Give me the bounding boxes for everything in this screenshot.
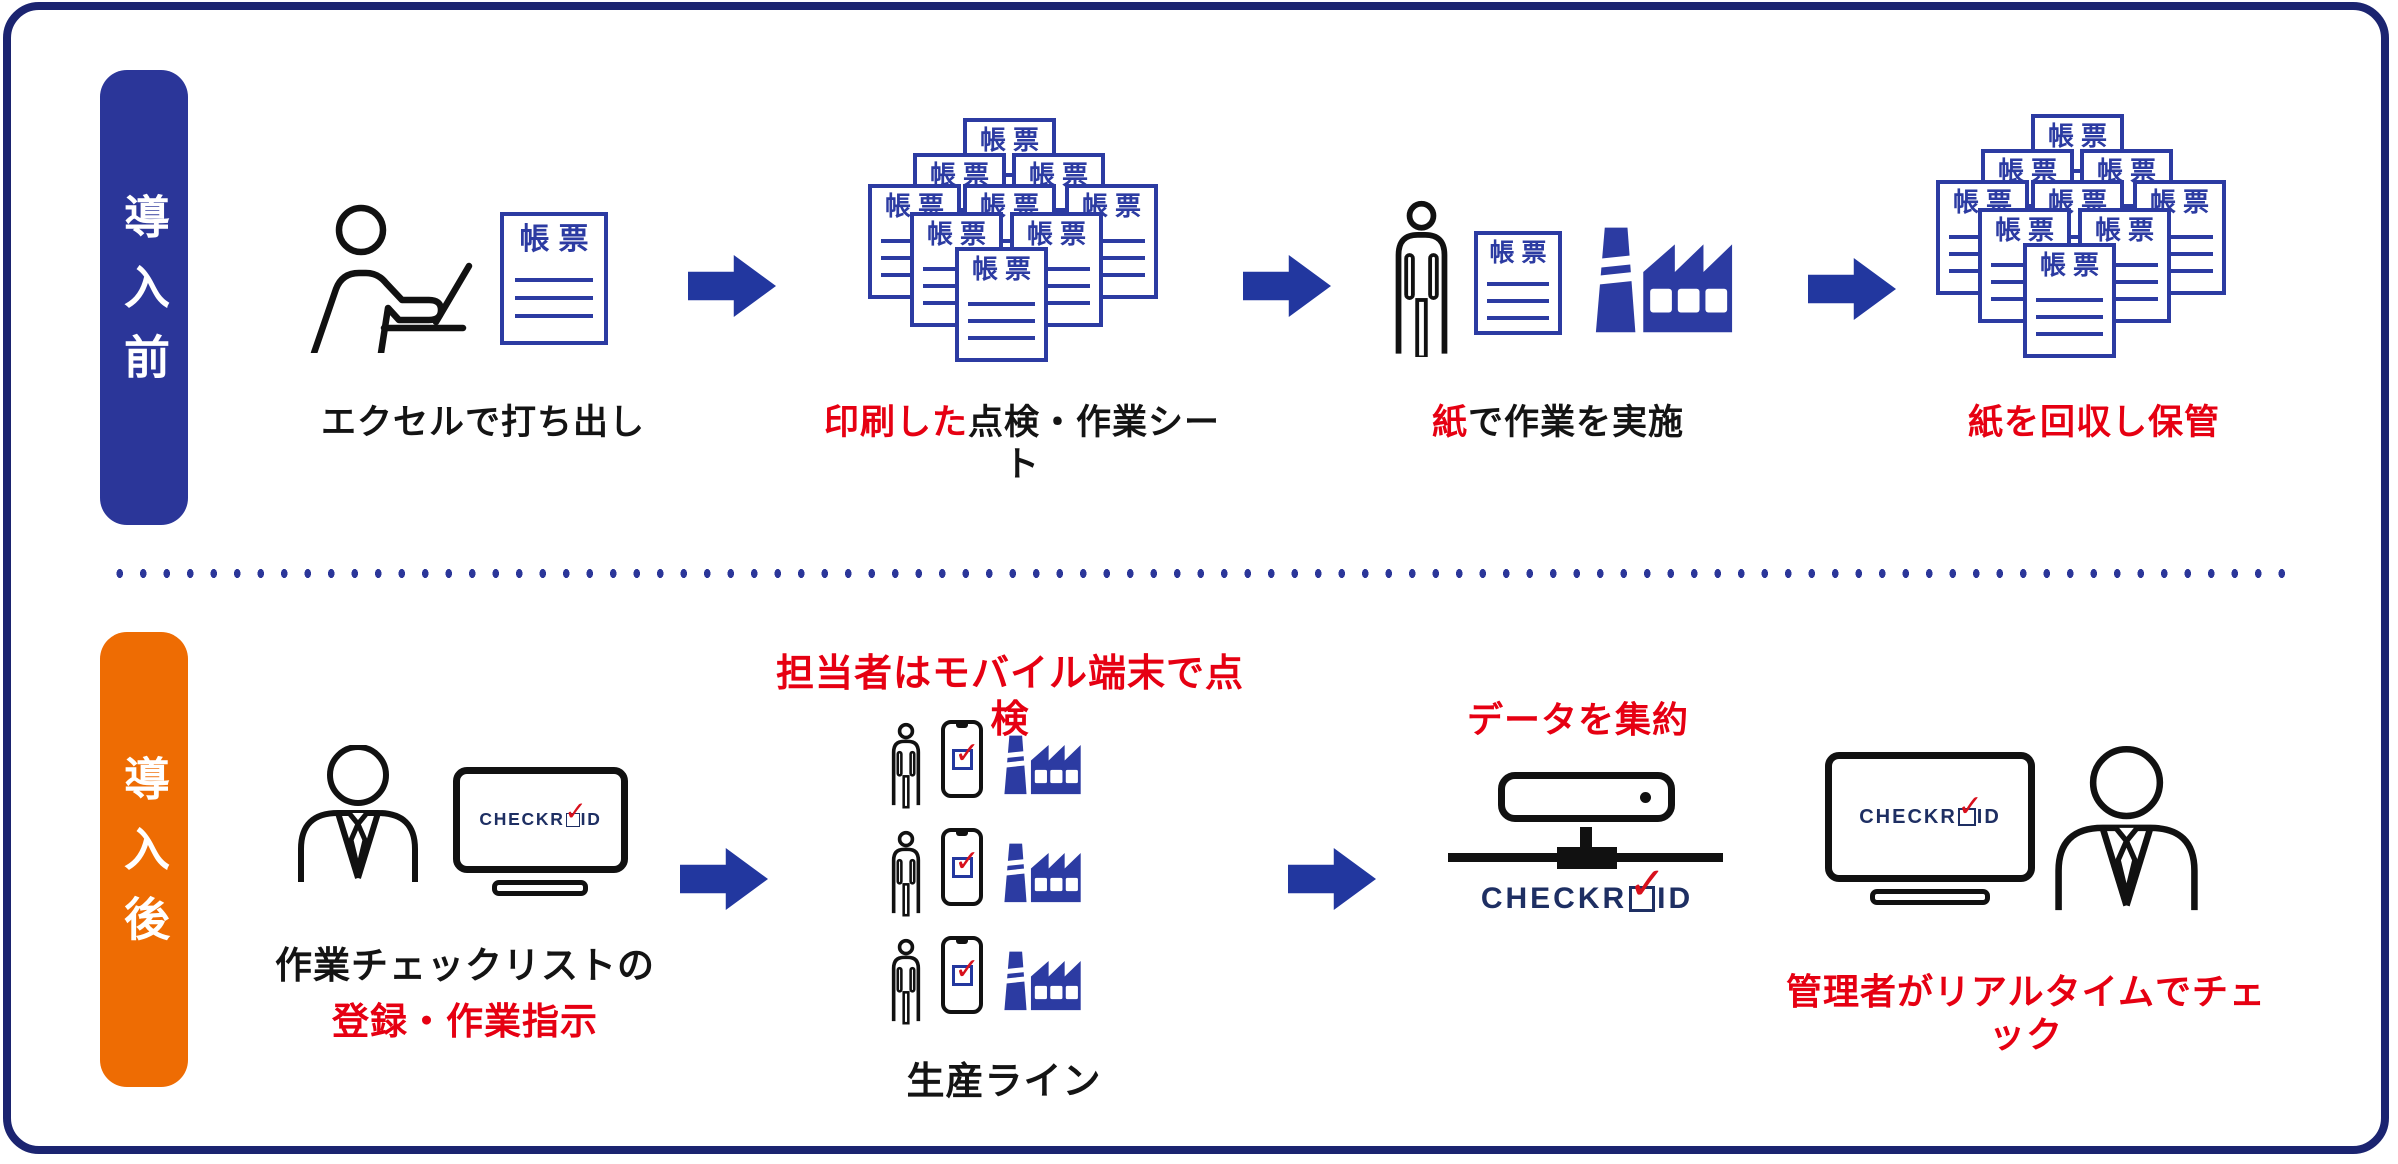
logo-checkbox-icon: ✓ [1628, 861, 1666, 913]
suit-person-icon [298, 745, 418, 882]
standing-person-icon [891, 722, 921, 809]
checkroid-logo: CHECKR✓ID [1859, 791, 2001, 828]
smartphone-checklist-icon: ✓ [941, 828, 983, 906]
logo-text-prefix: CHECKR [1859, 806, 1957, 828]
after-label-pill: 導入後 [100, 632, 188, 1087]
before-label-pill: 導入前 [100, 70, 188, 525]
logo-text-prefix: CHECKR [1480, 882, 1628, 915]
check-icon: ✓ [954, 952, 980, 986]
checkroid-logo: CHECKR✓ID [479, 798, 602, 830]
logo-text-suffix: ID [580, 809, 602, 830]
after-label: 導入後 [118, 754, 170, 965]
logo-check-icon: ✓ [564, 795, 589, 826]
person-at-laptop-icon [310, 204, 473, 353]
printed-sheets-stack: 帳票 帳票 帳票 帳票 帳票 帳票 帳票 帳票 帳票 [868, 116, 1160, 366]
logo-check-icon: ✓ [1628, 857, 1670, 909]
checkroid-monitor-icon: CHECKR✓ID [453, 767, 628, 873]
dotted-divider [108, 568, 2292, 579]
factory-icon [1000, 735, 1081, 795]
caption-paper-storage: 紙を回収し保管 [1967, 403, 2220, 442]
report-document-icon: 帳票 [500, 212, 608, 345]
checkroid-wordmark: CHECKR✓ID [1445, 861, 1729, 915]
checkroid-logo: CHECKR✓ID [1480, 861, 1694, 915]
standing-person-icon [1395, 200, 1448, 357]
outer-frame-border [3, 2, 2389, 1154]
collected-sheets-stack: 帳票 帳票 帳票 帳票 帳票 帳票 帳票 帳票 帳票 [1936, 112, 2228, 362]
caption-checklist-registration: 作業チェックリストの [275, 945, 655, 986]
checkroid-monitor-icon: CHECKR✓ID [1825, 752, 2035, 882]
server-led-dot [1640, 792, 1651, 803]
factory-icon [1000, 843, 1081, 903]
check-icon: ✓ [954, 844, 980, 878]
caption-paper-work: 紙で作業を実施 [1431, 403, 1685, 442]
caption-mobile-inspection: 担当者はモバイル端末で点検 [775, 653, 1244, 741]
monitor-stand-icon [492, 880, 588, 896]
factory-icon [1589, 227, 1733, 333]
checkbox-icon: ✓ [951, 954, 980, 986]
standing-person-icon [891, 938, 921, 1025]
caption-printed-sheets: 印刷した点検・作業シート [823, 403, 1221, 484]
server-stem [1580, 827, 1592, 849]
before-label: 導入前 [118, 192, 170, 403]
logo-text-suffix: ID [1976, 806, 2001, 828]
check-icon: ✓ [954, 736, 980, 770]
checkbox-icon: ✓ [951, 738, 980, 770]
monitor-stand-icon [1870, 889, 1990, 905]
caption-excel-printout: エクセルで打ち出し [320, 403, 645, 442]
logo-text-prefix: CHECKR [479, 809, 565, 830]
logo-check-icon: ✓ [1957, 789, 1985, 823]
network-hub-icon [1557, 847, 1617, 869]
logo-checkbox-icon: ✓ [565, 798, 587, 827]
standing-person-icon [891, 830, 921, 917]
document-text-lines [515, 278, 593, 330]
caption-admin-realtime-check: 管理者がリアルタイムでチェック [1786, 971, 2266, 1056]
stacked-document-icon: 帳票 [955, 247, 1048, 362]
checkbox-icon: ✓ [951, 846, 980, 878]
logo-checkbox-icon: ✓ [1958, 791, 1983, 826]
phone-notch [956, 831, 968, 836]
caption-data-aggregation: データを集約 [1466, 699, 1689, 740]
phone-notch [956, 723, 968, 728]
report-document-label: 帳票 [519, 223, 598, 256]
factory-icon [1000, 951, 1081, 1011]
suit-person-icon [2055, 745, 2198, 911]
smartphone-checklist-icon: ✓ [941, 936, 983, 1014]
caption-registration-instruction: 登録・作業指示 [332, 1001, 598, 1042]
phone-notch [956, 939, 968, 944]
caption-production-line: 生産ライン [906, 1061, 1102, 1103]
smartphone-checklist-icon: ✓ [941, 720, 983, 798]
logo-text-suffix: ID [1657, 882, 1694, 915]
report-document-icon: 帳票 [1474, 231, 1562, 335]
stacked-document-icon: 帳票 [2023, 243, 2116, 358]
